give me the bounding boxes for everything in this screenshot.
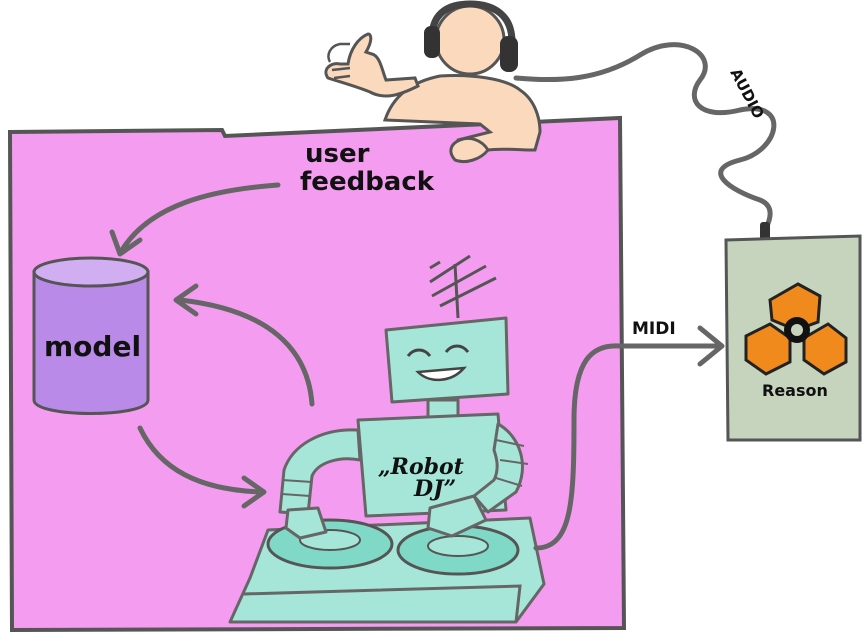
robot-mouth xyxy=(415,366,467,381)
robot-left-hand xyxy=(284,506,328,540)
feedback-to-model-arrow xyxy=(109,182,281,257)
midi-label: MIDI xyxy=(632,319,676,339)
model-cylinder: model xyxy=(32,256,150,415)
model-to-robot-arrow xyxy=(137,425,267,509)
reason-device: Reason xyxy=(724,234,862,442)
robot-head xyxy=(384,316,510,404)
thumbs-up-icon xyxy=(327,42,351,80)
user-feedback-label-line1: user xyxy=(305,139,370,169)
robot-right-arm xyxy=(472,422,524,514)
robot-right-hand xyxy=(426,494,488,538)
midi-arrow xyxy=(533,325,725,551)
robot-to-model-arrow xyxy=(173,283,315,407)
user-head xyxy=(434,4,506,76)
robot-dj: „Robot DJ” xyxy=(228,254,546,624)
robot-torso xyxy=(356,412,508,518)
antenna-icon xyxy=(429,254,497,319)
user-arm xyxy=(324,32,420,98)
robot-label-line2: DJ” xyxy=(413,476,456,502)
audio-cable xyxy=(513,42,777,231)
user-feedback-label-line2: feedback xyxy=(300,167,435,197)
headphones-icon xyxy=(424,0,518,72)
user-hand xyxy=(449,136,490,164)
model-label: model xyxy=(44,330,141,363)
robot-left-arm xyxy=(278,428,362,516)
reason-label: Reason xyxy=(762,381,828,400)
reason-logo-icon xyxy=(744,282,848,376)
user-person xyxy=(324,0,542,164)
robot-label-line1: „Robot xyxy=(378,454,464,480)
